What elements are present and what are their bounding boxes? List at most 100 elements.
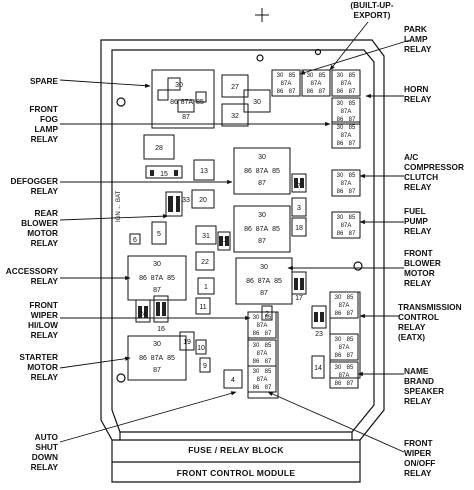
fuse-7 — [291, 173, 307, 193]
label-ac-compressor-clutch-relay: A/C COMPRESSOR CLUTCH RELAY — [404, 152, 464, 192]
svg-text:18: 18 — [295, 225, 303, 232]
leader-line — [267, 391, 405, 453]
relay-pin-label: 87A — [341, 81, 352, 87]
svg-text:20: 20 — [199, 197, 207, 204]
relay-pin-label: 85 — [349, 73, 356, 79]
relay-pin-label: 30 — [335, 365, 342, 371]
relay-pin-label: 87 — [260, 290, 268, 297]
relay-pin-label: 87 — [349, 189, 356, 195]
fuse-5 — [151, 221, 167, 245]
relay-pin-label: 85 — [347, 295, 354, 301]
relay-pin-label: 86 — [244, 168, 252, 175]
relay-socket — [271, 69, 301, 97]
fuse-13 — [193, 159, 215, 181]
relay-pin-label: 85 — [289, 73, 296, 79]
svg-text:23: 23 — [315, 331, 323, 338]
relay-pin-label: 30 — [277, 73, 284, 79]
relay-pin-label: 86 — [307, 89, 314, 95]
relay-pin-label: 30 — [337, 125, 344, 131]
svg-text:2: 2 — [265, 311, 269, 318]
relay-pin-label: 86 — [170, 99, 178, 106]
svg-text:5: 5 — [157, 231, 161, 238]
relay-pin-label: 30 — [253, 315, 260, 321]
leader-line — [59, 79, 151, 88]
svg-text:28: 28 — [155, 145, 163, 152]
relay-pin-label: 85 — [349, 173, 356, 179]
relay-pin-label: 87A — [341, 109, 352, 115]
relay-pin-label: 86 — [337, 117, 344, 123]
relay-pin-label: 85 — [265, 369, 272, 375]
fuse-27 — [221, 74, 249, 98]
label-horn-relay: HORN RELAY — [404, 84, 432, 104]
relay-pin-label: 87 — [349, 89, 356, 95]
relay-pin-label: 86 — [335, 381, 342, 387]
svg-text:10: 10 — [197, 345, 205, 352]
svg-text:33: 33 — [182, 197, 190, 204]
fuse-28 — [143, 134, 175, 160]
fuse-2 — [261, 305, 273, 321]
fuse-31 — [195, 225, 217, 245]
relay-pin-label: 87A — [257, 351, 268, 357]
fuse-relay-block-title: FUSE / RELAY BLOCK — [188, 445, 284, 455]
relay-pin-label: 85 — [196, 99, 204, 106]
relay-pin-label: 85 — [274, 278, 282, 285]
relay-pin-label: 87 — [153, 367, 161, 374]
relay-pin-label: 87A — [341, 223, 352, 229]
fuse-11 — [195, 297, 211, 315]
relay-socket — [301, 69, 331, 97]
relay-pin-label: 86 — [337, 231, 344, 237]
fuse-32 — [221, 103, 249, 127]
fuse-12 — [217, 231, 231, 251]
relay-pin-label: 85 — [272, 226, 280, 233]
relay-sockets: 30 85 87A 86 87 30 85 87A 86 87 30 85 87A 86 87 30 85 87A… — [247, 69, 361, 393]
svg-text:32: 32 — [231, 113, 239, 120]
registration-mark — [255, 8, 269, 22]
relay-socket — [331, 121, 361, 149]
relay-pin-label: 86 — [335, 353, 342, 359]
relay-pin-label: 87 — [258, 180, 266, 187]
label-park-lamp-relay: PARK LAMP RELAY — [404, 24, 432, 54]
relay-socket — [331, 69, 361, 97]
svg-text:13: 13 — [200, 168, 208, 175]
relay-pin-label: 87 — [258, 238, 266, 245]
fuse-6 — [129, 233, 141, 245]
relay-pin-label: 87A — [181, 99, 194, 106]
label-fuel-pump-relay: FUEL PUMP RELAY — [404, 206, 432, 236]
relay-pin-label: 87 — [265, 385, 272, 391]
relay-pin-label: 86 — [253, 359, 260, 365]
svg-text:19: 19 — [183, 339, 191, 346]
svg-text:11: 11 — [199, 304, 206, 311]
relay-pin-label: 87 — [289, 89, 296, 95]
relay-pin-label: 85 — [265, 315, 272, 321]
label-accessory-relay: ACCESSORY RELAY — [5, 266, 58, 286]
leader-line — [59, 214, 169, 221]
relay-pin-label: 86 — [253, 331, 260, 337]
relay-pin-label: 85 — [167, 355, 175, 362]
relay-pin-label: 86 — [337, 89, 344, 95]
relay-socket — [331, 211, 361, 239]
relay-pin-label: 85 — [319, 73, 326, 79]
fuse-30 — [243, 89, 271, 113]
leader-line — [59, 391, 237, 443]
svg-text:6: 6 — [133, 237, 137, 244]
label-rear-blower-motor-relay: REAR BLOWER MOTOR RELAY — [21, 208, 58, 248]
housing-outline — [100, 39, 385, 483]
relay-pin-label: 85 — [349, 215, 356, 221]
relay-pin-label: 87A — [151, 355, 164, 362]
relay-pin-label: 87 — [349, 117, 356, 123]
relay-pin-label: 87 — [347, 381, 354, 387]
relay-pin-label: 30 — [153, 261, 161, 268]
relay-pin-label: 30 — [153, 341, 161, 348]
relay-pin-label: 86 — [337, 189, 344, 195]
relay-pin-label: 87A — [339, 345, 350, 351]
label-auto-shut-down-relay: AUTO SHUT DOWN RELAY — [30, 432, 58, 472]
relay-pin-label: 30 — [337, 73, 344, 79]
svg-text:24: 24 — [139, 311, 147, 318]
relay-pin-label: 87 — [182, 114, 190, 121]
relay-pin-label: 87 — [349, 231, 356, 237]
fuse-20 — [191, 189, 215, 209]
relay-pin-label: 85 — [349, 125, 356, 131]
relay-pin-label: 87A — [151, 275, 164, 282]
svg-text:9: 9 — [203, 363, 207, 370]
label-name-brand-speaker-relay: NAME BRAND SPEAKER RELAY — [404, 366, 445, 406]
